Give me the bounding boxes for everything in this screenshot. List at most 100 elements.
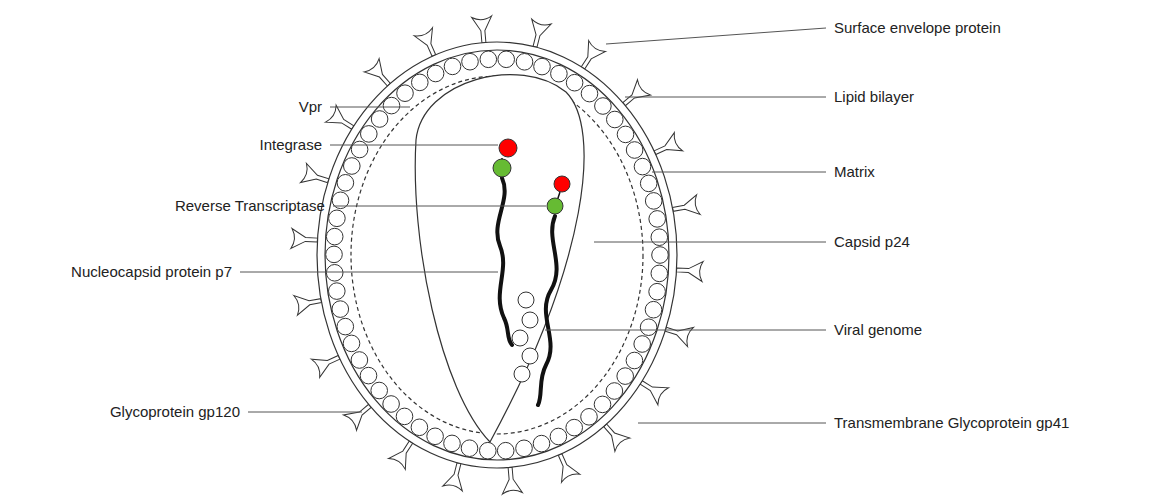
callout-label: Vpr xyxy=(299,98,322,116)
matrix-protein xyxy=(534,58,551,75)
matrix-protein xyxy=(329,283,346,300)
matrix-protein xyxy=(645,301,662,318)
rna-strand xyxy=(538,216,557,405)
matrix-protein xyxy=(550,428,567,445)
rna-strand xyxy=(497,178,512,345)
leader-lines xyxy=(240,28,826,423)
matrix-protein xyxy=(461,440,478,457)
matrix-protein xyxy=(337,318,354,335)
nucleocapsid-dot xyxy=(522,348,538,364)
callout-label: Surface envelope protein xyxy=(834,19,1001,37)
callout-label: Viral genome xyxy=(834,321,922,339)
matrix-protein xyxy=(594,396,611,413)
envelope-spike xyxy=(525,19,551,49)
leader-line xyxy=(594,242,826,243)
envelope-spike xyxy=(443,461,469,491)
leader-line xyxy=(248,412,362,413)
matrix-protein xyxy=(444,435,461,452)
matrix-protein xyxy=(566,74,583,91)
matrix-protein xyxy=(371,382,388,399)
matrix-protein xyxy=(444,58,461,75)
matrix-protein xyxy=(343,335,360,352)
integrase-dot xyxy=(554,176,570,192)
matrix-protein xyxy=(411,419,428,436)
matrix-protein xyxy=(332,301,349,318)
leader-line xyxy=(330,107,410,108)
matrix-protein xyxy=(360,367,377,384)
nucleocapsid-dot xyxy=(514,366,530,382)
inner-membrane xyxy=(325,50,669,460)
envelope-spike xyxy=(500,467,522,495)
matrix-ring xyxy=(326,51,669,459)
callout-label: Capsid p24 xyxy=(834,233,910,251)
callout-label: Integrase xyxy=(260,136,323,154)
matrix-protein xyxy=(480,442,497,459)
matrix-protein xyxy=(566,419,583,436)
leader-line xyxy=(330,145,498,146)
matrix-protein xyxy=(640,319,657,336)
capsid-cone xyxy=(415,75,584,442)
callout-label: Reverse Transcriptase xyxy=(175,197,325,215)
matrix-protein xyxy=(361,126,378,143)
rt-dot xyxy=(547,198,563,214)
matrix-protein xyxy=(326,265,343,282)
matrix-protein xyxy=(427,65,444,82)
rt-dot xyxy=(493,159,511,177)
matrix-protein xyxy=(617,368,634,385)
envelope-spike xyxy=(291,229,318,251)
callout-label: Glycoprotein gp120 xyxy=(110,403,240,421)
matrix-protein xyxy=(351,352,368,369)
matrix-protein xyxy=(645,193,662,210)
matrix-protein xyxy=(581,85,598,102)
callout-label: Nucleocapsid protein p7 xyxy=(71,263,232,281)
matrix-protein xyxy=(383,97,400,114)
matrix-protein xyxy=(344,158,361,175)
nucleocapsid-dot xyxy=(512,330,528,346)
matrix-protein xyxy=(649,211,666,228)
nucleocapsid-dot xyxy=(522,312,538,328)
leader-line xyxy=(652,172,826,173)
matrix-protein xyxy=(617,126,634,143)
envelope-spike xyxy=(294,291,323,315)
matrix-protein xyxy=(581,409,598,426)
matrix-protein xyxy=(651,229,668,246)
matrix-protein xyxy=(396,408,413,425)
leader-line xyxy=(545,330,826,331)
envelope-spike xyxy=(472,16,494,44)
matrix-protein xyxy=(326,228,343,245)
envelope-spike xyxy=(676,260,703,282)
matrix-protein xyxy=(651,265,668,282)
nucleocapsid-dot xyxy=(518,292,534,308)
matrix-protein xyxy=(607,111,624,128)
matrix-protein xyxy=(551,65,568,82)
matrix-protein xyxy=(498,51,515,68)
matrix-protein xyxy=(634,158,651,175)
envelope-spike xyxy=(671,195,700,219)
leader-line xyxy=(625,97,826,98)
leader-line xyxy=(333,206,546,207)
callout-label: Transmembrane Glycoprotein gp41 xyxy=(834,414,1069,432)
matrix-protein xyxy=(462,53,479,70)
callout-label: Lipid bilayer xyxy=(834,88,914,106)
matrix-protein xyxy=(427,428,444,445)
matrix-protein xyxy=(606,383,623,400)
leader-line xyxy=(606,28,826,44)
matrix-protein xyxy=(516,440,533,457)
callout-label: Matrix xyxy=(834,163,875,181)
matrix-protein xyxy=(634,336,651,353)
matrix-protein xyxy=(652,247,669,264)
matrix-protein xyxy=(371,111,388,128)
matrix-protein xyxy=(497,442,514,459)
leader-line xyxy=(240,272,498,273)
leader-line xyxy=(638,423,826,424)
matrix-protein xyxy=(533,435,550,452)
matrix-protein xyxy=(351,141,368,158)
matrix-protein xyxy=(397,85,414,102)
matrix-protein xyxy=(480,51,497,68)
matrix-protein xyxy=(640,175,657,192)
matrix-protein xyxy=(412,74,429,91)
envelope-spikes xyxy=(291,16,703,494)
outer-membrane xyxy=(317,42,677,468)
matrix-protein xyxy=(516,54,533,71)
